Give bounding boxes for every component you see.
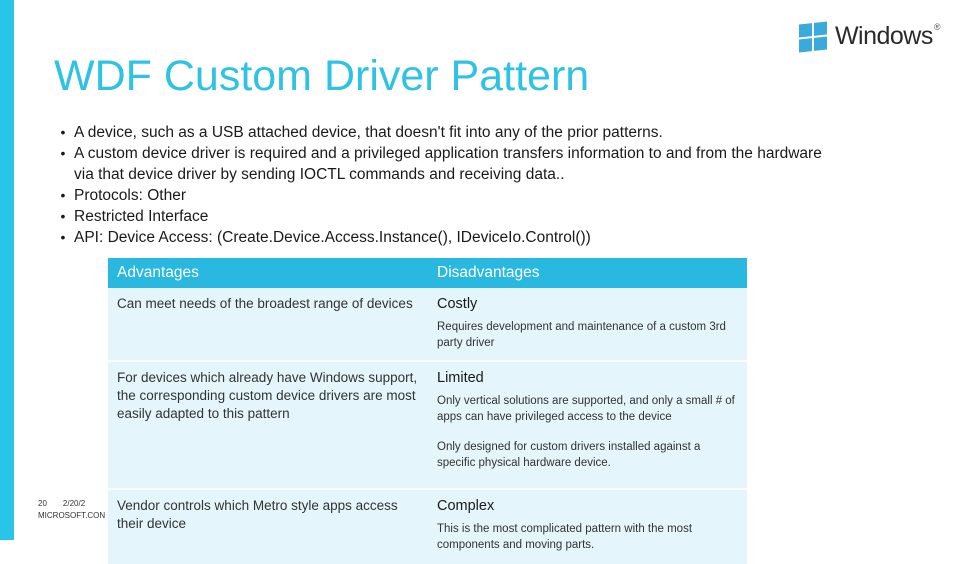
list-item: • API: Device Access: (Create.Device.Acc… [52,227,842,248]
list-item-label: Protocols: Other [74,187,186,204]
slide-number: 20 [38,499,47,508]
bullet-marker-icon: • [60,208,66,224]
trademark-symbol: ® [933,22,941,32]
disadvantage-title: Costly [437,296,478,312]
list-item: • Restricted Interface [52,206,842,227]
list-item-label: A device, such as a USB attached device,… [74,124,663,141]
bullet-marker-icon: • [60,124,66,140]
windows-logo: Windows® [798,21,941,52]
table-row: Vendor controls which Metro style apps a… [108,490,747,564]
list-item-label: A custom device driver is required and a… [74,145,822,183]
bullet-marker-icon: • [60,145,66,161]
disadvantage-title: Limited [437,370,484,386]
bullet-marker-icon: • [60,187,66,203]
table-row: For devices which already have Windows s… [108,362,747,488]
disadvantage-body: Requires development and maintenance of … [437,321,726,349]
column-header-advantages: Advantages [108,258,428,288]
bullet-marker-icon: • [60,229,66,245]
cell-disadvantage: Limited Only vertical solutions are supp… [428,362,747,488]
column-header-disadvantages: Disadvantages [428,258,747,288]
list-item-label: API: Device Access: (Create.Device.Acces… [74,229,591,246]
cell-advantage: For devices which already have Windows s… [108,362,428,488]
table-row: Can meet needs of the broadest range of … [108,288,747,360]
slide-date: 2/20/2 [62,499,86,508]
list-item: • A device, such as a USB attached devic… [52,122,842,143]
accent-bar-left [0,0,14,540]
disadvantage-body: Only designed for custom drivers install… [437,441,701,469]
cell-disadvantage: Complex This is the most complicated pat… [428,490,747,564]
list-item: • Protocols: Other [52,185,842,206]
disadvantage-body: Only vertical solutions are supported, a… [437,395,735,423]
page-title: WDF Custom Driver Pattern [54,52,590,100]
disadvantage-title: Complex [437,498,495,514]
list-item: • A custom device driver is required and… [52,143,842,185]
table-header-row: Advantages Disadvantages [108,258,747,288]
row-separator [108,360,747,362]
windows-wordmark: Windows® [834,22,941,51]
slide-footer: 20 2/20/2 MICROSOFT.CON [38,498,158,522]
windows-wordmark-text: Windows [834,22,933,50]
bullet-list: • A device, such as a USB attached devic… [52,122,842,248]
cell-disadvantage: Costly Requires development and maintena… [428,288,747,360]
cell-advantage: Can meet needs of the broadest range of … [108,288,428,360]
list-item-label: Restricted Interface [74,208,209,225]
windows-flag-icon [798,21,827,52]
footer-company: MICROSOFT.CON [38,511,106,520]
row-separator [108,488,747,490]
disadvantage-body: This is the most complicated pattern wit… [437,523,693,551]
comparison-table: Advantages Disadvantages Can meet needs … [108,258,747,564]
